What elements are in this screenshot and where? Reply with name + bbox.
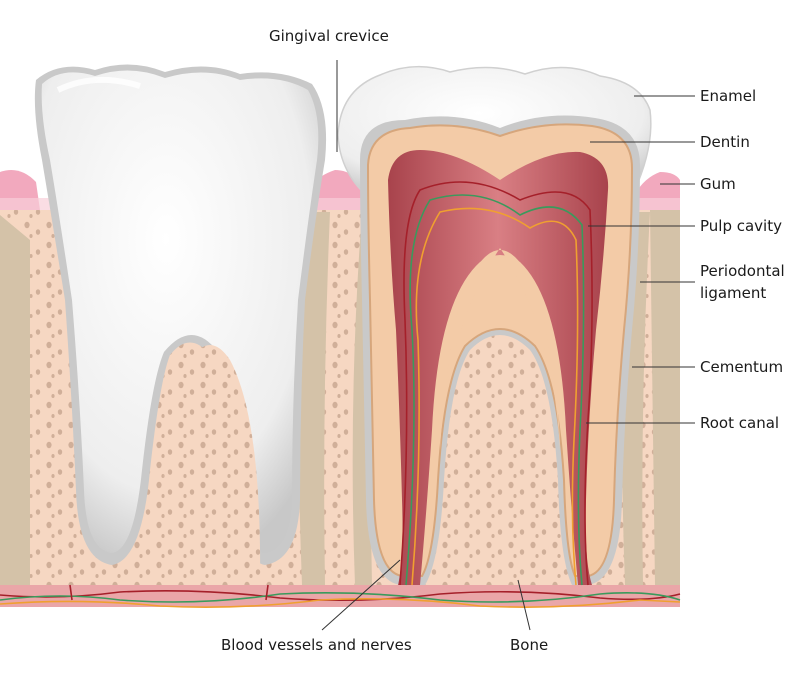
label-enamel: Enamel bbox=[700, 87, 757, 105]
leader-bone bbox=[517, 579, 531, 631]
leader-lines bbox=[321, 60, 695, 631]
label-pulp-cavity: Pulp cavity bbox=[700, 217, 782, 235]
leader-blood-vessels bbox=[321, 559, 401, 631]
label-root-canal: Root canal bbox=[700, 414, 780, 432]
label-dentin: Dentin bbox=[700, 133, 750, 151]
blood-vessels-and-nerves bbox=[0, 181, 681, 608]
label-periodontal: Periodontal bbox=[700, 262, 785, 280]
inter-root-bone bbox=[159, 345, 549, 585]
label-cementum: Cementum bbox=[700, 358, 784, 376]
label-gingival-crevice: Gingival crevice bbox=[269, 27, 389, 45]
inner-root-arch bbox=[440, 248, 560, 450]
pulp-cavity bbox=[388, 150, 609, 585]
label-ligament: ligament bbox=[700, 284, 767, 302]
label-gum: Gum bbox=[700, 175, 736, 193]
label-bone: Bone bbox=[510, 636, 549, 654]
label-blood-vessels-and-nerves: Blood vessels and nerves bbox=[221, 636, 412, 654]
